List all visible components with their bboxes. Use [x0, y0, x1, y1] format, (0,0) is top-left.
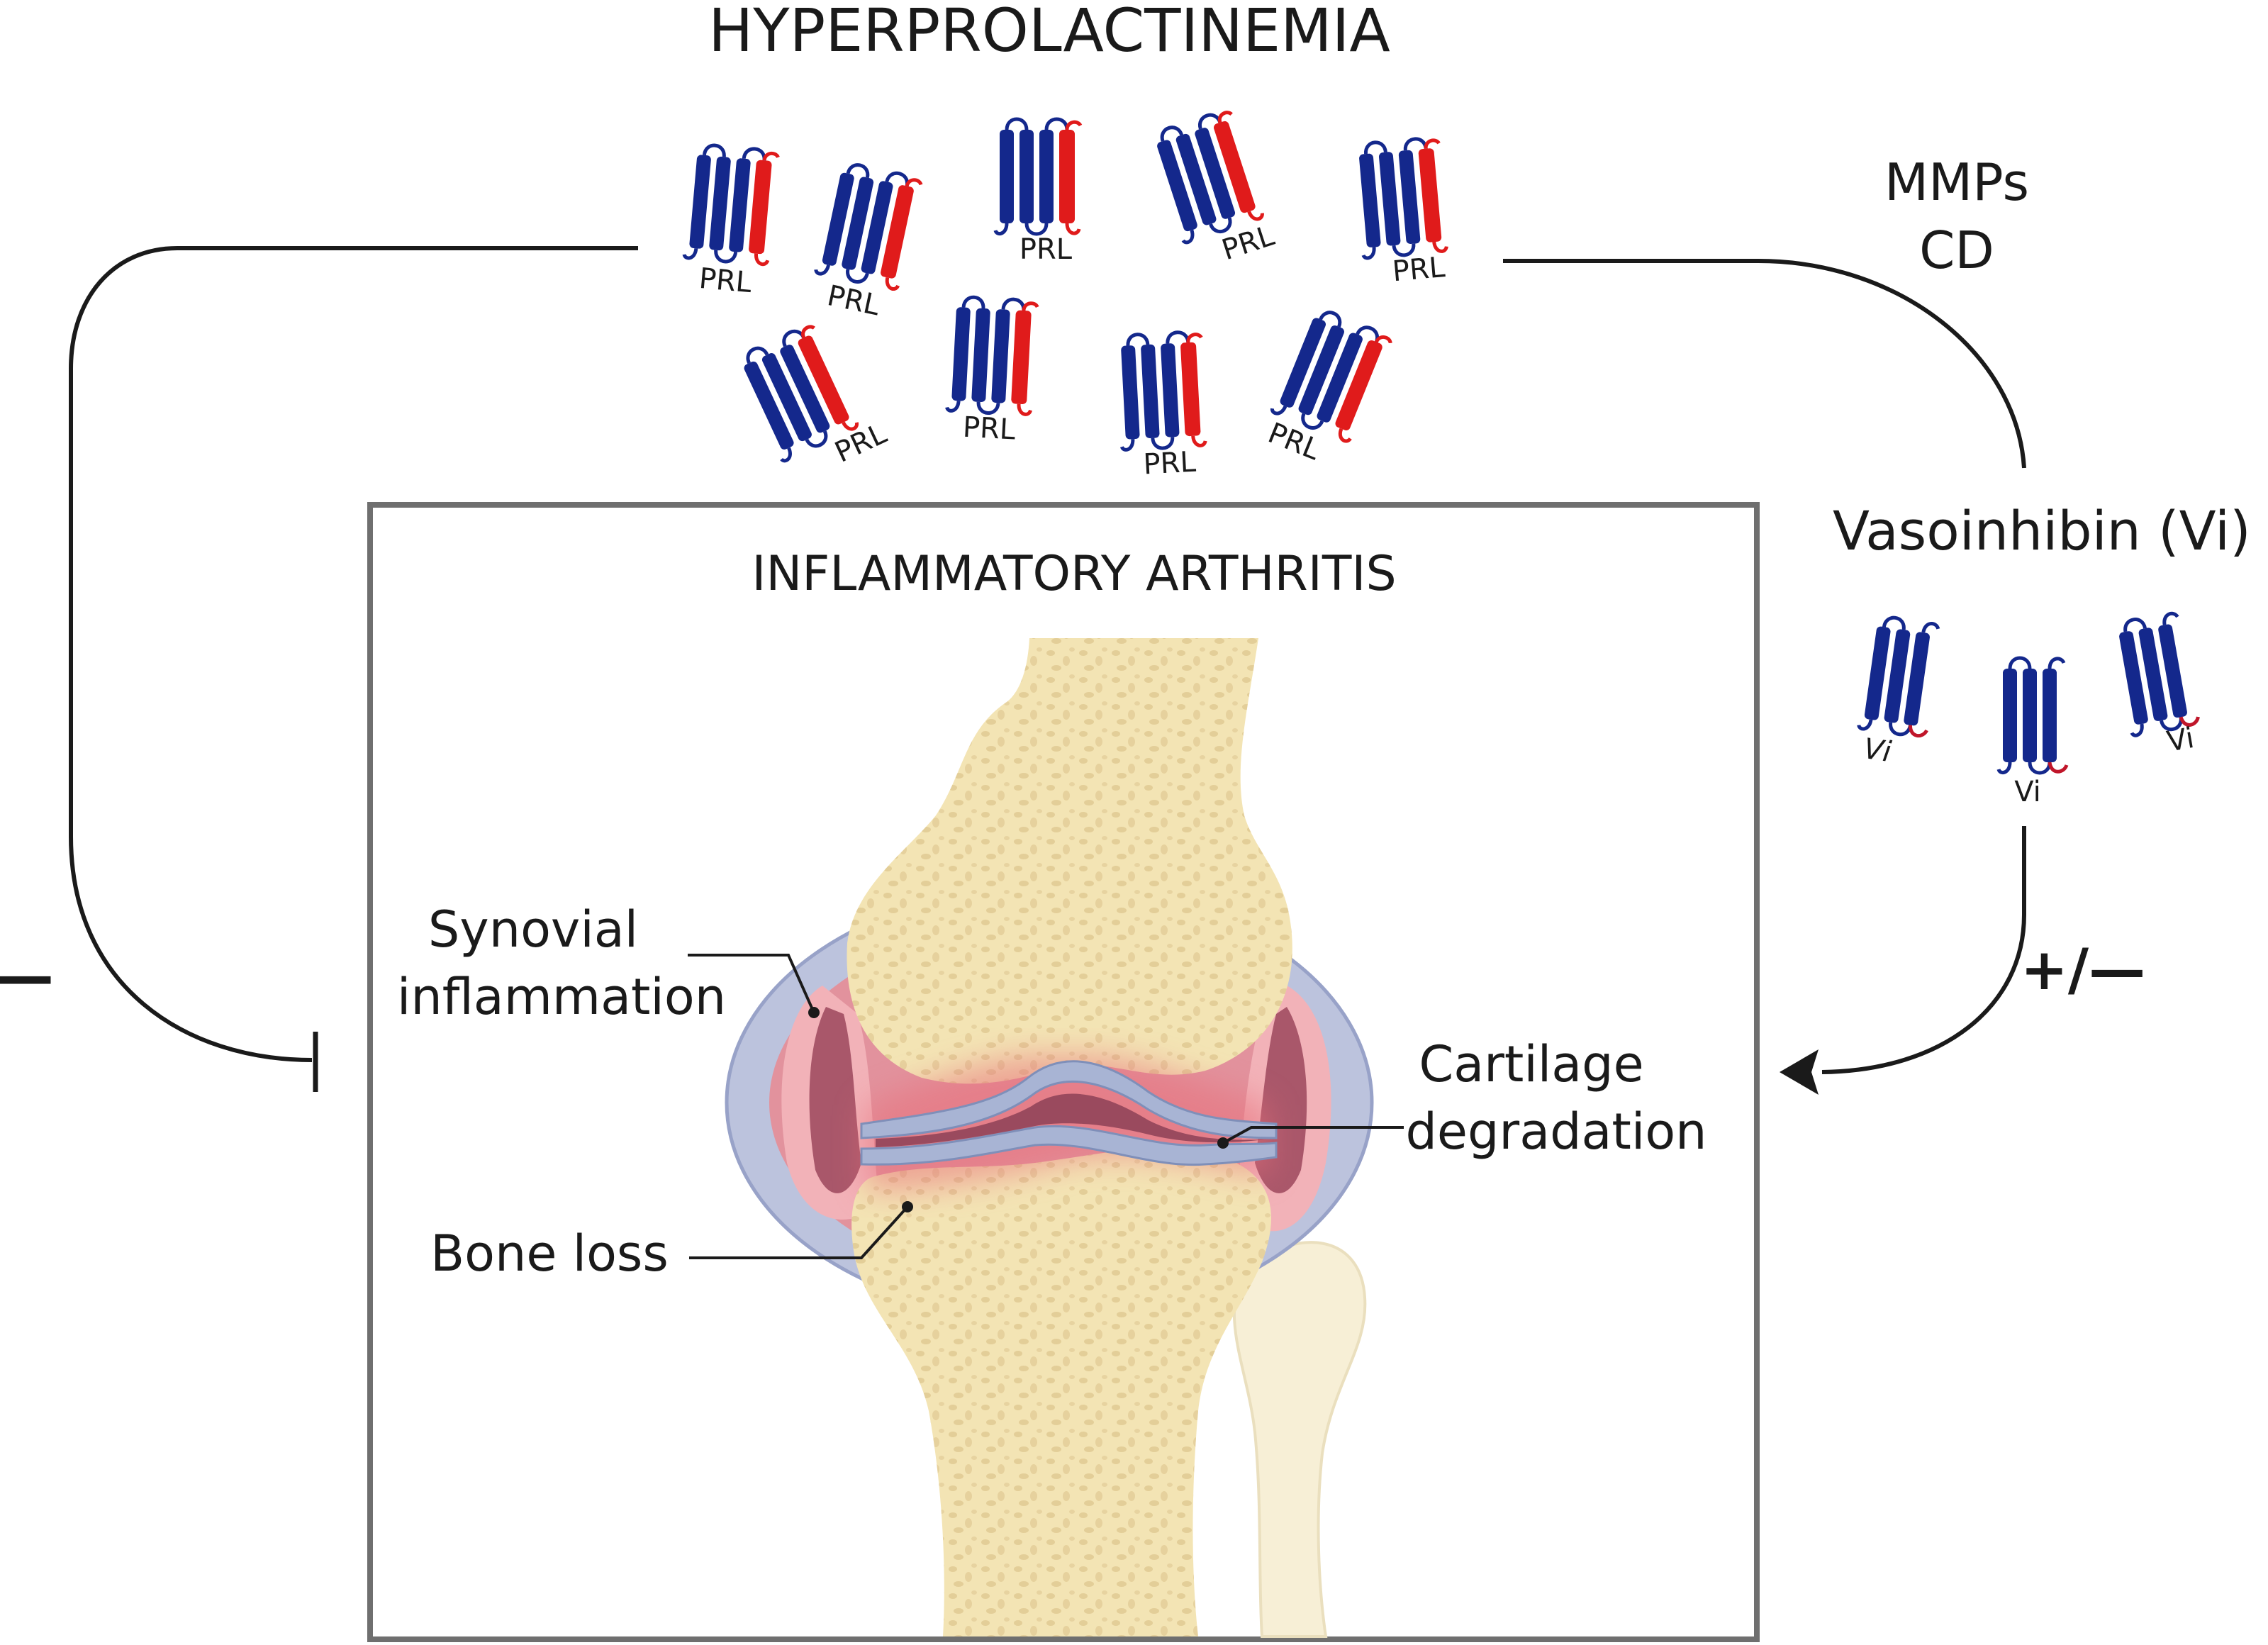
- diagram-title: HYPERPROLACTINEMIA: [708, 0, 1390, 65]
- prl-label: PRL: [1263, 417, 1325, 467]
- effect-left-sign: —: [0, 941, 54, 1010]
- prl-molecule: PRL: [945, 296, 1038, 447]
- cartilage-upper: [860, 1060, 1278, 1139]
- femur-texture: [847, 638, 1292, 1084]
- synovial-leader: [688, 954, 815, 1013]
- prl-molecule: PRL: [1116, 331, 1209, 481]
- prl-molecule: PRL: [1263, 306, 1393, 467]
- cartilage-label-line1: Cartilage: [1419, 1035, 1643, 1093]
- vasoinhibin-label: Vasoinhibin (Vi): [1833, 499, 2251, 562]
- panel-title: INFLAMMATORY ARTHRITIS: [752, 546, 1396, 602]
- effect-right-sign: +/—: [2021, 937, 2145, 1003]
- vi-molecule: Vi: [2113, 611, 2205, 759]
- prl-molecule: PRL: [1353, 137, 1451, 288]
- vi-label: Vi: [2164, 722, 2196, 759]
- prl-label: PRL: [1391, 251, 1447, 288]
- tibia-texture: [851, 1148, 1272, 1636]
- bone-loss-pointer: [902, 1201, 913, 1212]
- joint-space: [876, 1093, 1266, 1147]
- vi-molecules: Vi Vi Vi: [1853, 611, 2204, 808]
- synovial-label-line2: inflammation: [397, 968, 726, 1026]
- synovial-pointer: [808, 1007, 820, 1018]
- knee-joint: [725, 638, 1374, 1638]
- synovial-label-line1: Synovial: [428, 900, 638, 959]
- prl-molecule: PRL: [734, 313, 892, 469]
- prl-label: PRL: [830, 417, 892, 469]
- prl-label: PRL: [1020, 233, 1073, 266]
- vi-molecule: Vi: [1853, 615, 1942, 769]
- enzyme-cd: CD: [1919, 221, 1994, 280]
- vi-label: Vi: [1862, 732, 1894, 769]
- cleavage-connector: [1503, 259, 2026, 469]
- synovial-pocket-left-inner: [809, 1007, 861, 1193]
- prl-molecule: PRL: [681, 143, 778, 299]
- prl-label: PRL: [698, 262, 754, 299]
- prl-label: PRL: [825, 279, 883, 323]
- enzyme-mmps: MMPs: [1884, 152, 2029, 212]
- cartilage-lower: [860, 1125, 1278, 1166]
- prl-label: PRL: [1142, 446, 1197, 481]
- bone-loss-label: Bone loss: [430, 1225, 669, 1283]
- cartilage-label-line2: degradation: [1405, 1103, 1706, 1161]
- modulation-connector: [1821, 826, 2026, 1074]
- inhibition-connector: [69, 246, 638, 1062]
- cartilage-pointer: [1217, 1137, 1229, 1149]
- vi-molecule: Vi: [1999, 658, 2067, 808]
- bone-loss-leader: [689, 1205, 909, 1259]
- vi-label: Vi: [2014, 776, 2041, 808]
- prl-molecule: PRL: [995, 119, 1080, 266]
- prl-molecules: PRL PRL PRL PRL PRL PRL PRL PRL: [681, 107, 1451, 481]
- prl-label: PRL: [962, 411, 1017, 447]
- cartilage-leader: [1222, 1126, 1404, 1144]
- arrow-head: [1780, 1049, 1819, 1095]
- prl-molecule: PRL: [808, 161, 922, 323]
- prl-molecule: PRL: [1149, 107, 1278, 267]
- fibula: [1232, 1241, 1367, 1638]
